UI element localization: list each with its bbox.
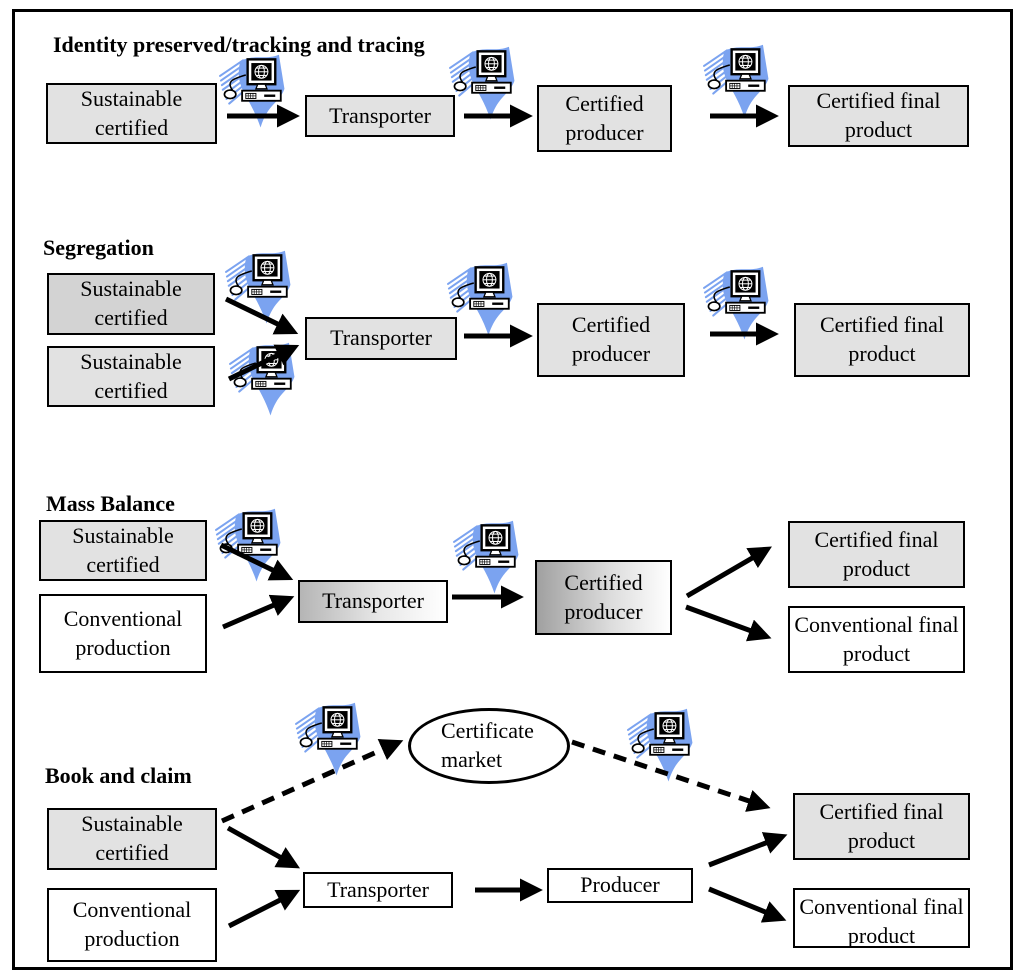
box-massbalance-certified-final-product: Certified final product <box>788 521 965 588</box>
box-bookclaim-producer: Producer <box>547 868 693 903</box>
box-bookclaim-transporter: Transporter <box>303 872 453 908</box>
box-segregation-transporter: Transporter <box>305 317 457 360</box>
section-title-identity-preserved: Identity preserved/tracking and tracing <box>53 32 425 57</box>
figure-border <box>12 9 1013 970</box>
box-bookclaim-sustainable-certified: Sustainable certified <box>47 808 217 870</box>
box-bookclaim-conventional-final-product: Conventional final product <box>793 888 970 948</box>
box-massbalance-conventional-final-product: Conventional final product <box>788 606 965 673</box>
section-title-segregation: Segregation <box>43 235 154 260</box>
box-segregation-sustainable-certified-1: Sustainable certified <box>47 273 215 335</box>
box-bookclaim-conventional-production: Conventional production <box>47 888 217 962</box>
box-identity-transporter: Transporter <box>305 95 455 137</box>
box-bookclaim-certified-final-product: Certified final product <box>793 793 970 860</box>
box-massbalance-transporter: Transporter <box>298 580 448 623</box>
section-title-mass-balance: Mass Balance <box>46 491 175 516</box>
box-segregation-certified-final-product: Certified final product <box>794 303 970 377</box>
box-segregation-sustainable-certified-2: Sustainable certified <box>47 346 215 407</box>
box-identity-sustainable-certified: Sustainable certified <box>46 83 217 144</box>
box-identity-certified-final-product: Certified final product <box>788 85 969 147</box>
box-identity-certified-producer: Certified producer <box>537 85 672 152</box>
box-massbalance-conventional-production: Conventional production <box>39 594 207 673</box>
box-segregation-certified-producer: Certified producer <box>537 303 685 377</box>
ellipse-certificate-market: Certificate market <box>408 708 570 784</box>
box-massbalance-certified-producer: Certified producer <box>535 560 672 635</box>
section-title-book-and-claim: Book and claim <box>45 763 192 788</box>
box-massbalance-sustainable-certified: Sustainable certified <box>39 520 207 581</box>
